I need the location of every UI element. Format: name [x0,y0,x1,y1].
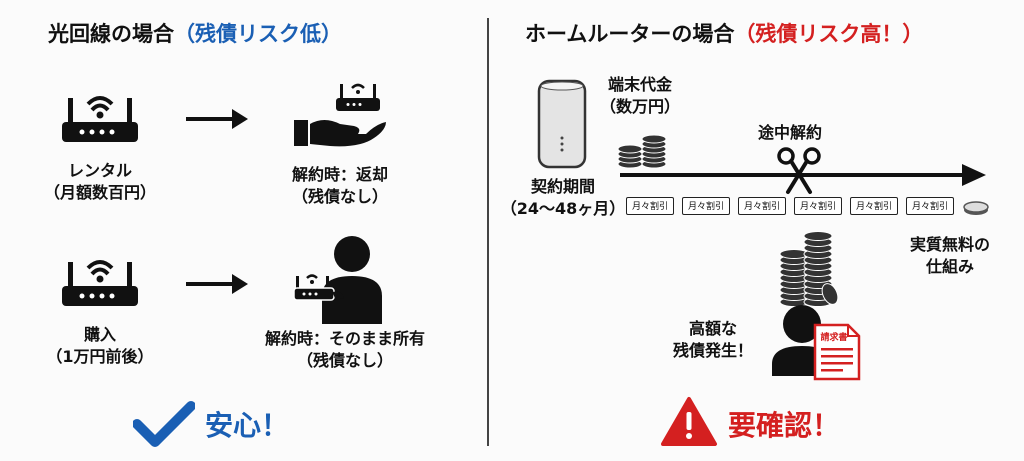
debt-label-line1: 高額な [688,319,737,338]
installment-segment: 月々割引 [794,197,842,215]
invoice-icon [813,323,861,381]
right-title-main: ホームルーターの場合 [525,22,735,46]
debt-label: 高額な 残債発生！ [658,318,768,362]
purchase-result-line1: 解約時：そのまま所有 [264,329,425,348]
invoice-label: 請求書 [820,333,848,343]
purchase-caption: 購入 （1万円前後） [30,324,170,368]
timeline-arrow-icon [620,164,986,186]
contract-period-line2: （24〜48ヶ月） [500,199,626,218]
purchase-caption-line2: （1万円前後） [46,347,154,366]
wifi-router-icon [62,260,138,306]
device-cost-line1: 端末代金 [607,75,672,94]
coin-stack-icon [617,134,667,169]
debt-label-line2: 残債発生！ [672,341,753,360]
left-title: 光回線の場合（残債リスク低） [48,18,342,48]
installment-segment: 月々割引 [626,197,674,215]
scissors-icon [777,147,821,194]
purchase-result-line2: （残債なし） [296,351,393,370]
cancel-label: 途中解約 [757,123,822,142]
home-router-device-icon [537,79,587,169]
installment-segment: 月々割引 [850,197,898,215]
contract-period-line1: 契約期間 [530,177,595,196]
free-label-line2: 仕組み [925,257,974,276]
purchase-caption-line1: 購入 [83,325,116,344]
right-title: ホームルーターの場合（残債リスク高！） [525,18,923,48]
left-conclusion: 安心！ [205,409,290,442]
wifi-router-icon [62,96,138,142]
arrow-right-icon [186,109,248,129]
installment-segment: 月々割引 [738,197,786,215]
checkmark-icon [133,401,195,447]
rental-caption-line1: レンタル [67,161,132,180]
person-holding-router-icon [293,236,382,324]
rental-caption: レンタル （月額数百円） [30,160,170,204]
left-title-accent: （残債リスク低） [174,22,342,46]
warning-triangle-icon [661,397,717,446]
arrow-right-icon [186,274,248,294]
device-cost-line2: （数万円） [599,97,680,116]
rental-result-line2: （残債なし） [291,187,388,206]
hand-receiving-router-icon [294,83,386,147]
left-title-main: 光回線の場合 [48,22,174,46]
rental-result-line1: 解約時：返却 [291,165,388,184]
right-title-accent: （残債リスク高！） [734,22,924,46]
purchase-result: 解約時：そのまま所有 （残債なし） [240,328,450,372]
rental-caption-line2: （月額数百円） [43,183,156,202]
installment-segment: 月々割引 [906,197,954,215]
coin-icon [963,201,989,215]
panel-divider [487,18,489,446]
rental-result: 解約時：返却 （残債なし） [255,164,425,208]
contract-period: 契約期間 （24〜48ヶ月） [498,176,628,220]
installment-segment: 月々割引 [682,197,730,215]
free-label-line1: 実質無料の [909,235,990,254]
right-conclusion: 要確認！ [728,409,841,442]
device-cost: 端末代金 （数万円） [595,74,685,118]
coin-stack-icon [779,231,839,307]
free-mechanism-label: 実質無料の 仕組み [895,234,1005,278]
